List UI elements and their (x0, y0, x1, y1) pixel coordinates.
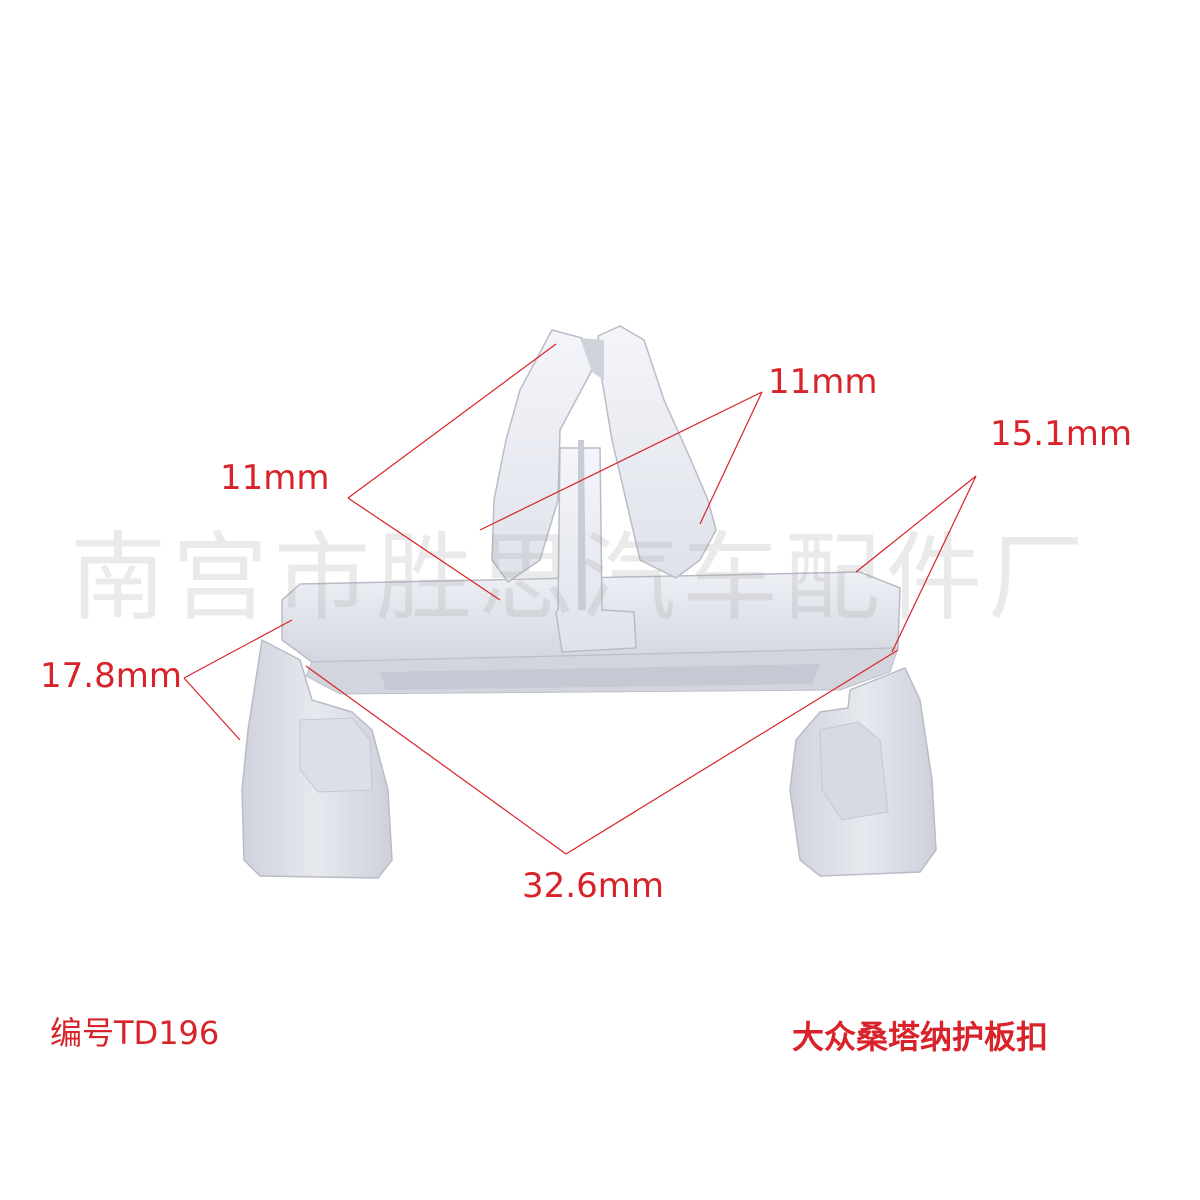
part-description-caption: 大众桑塔纳护板扣 (792, 1018, 1049, 1056)
leader-width-a (305, 665, 567, 855)
dimension-label-depth: 15.1mm (990, 414, 1132, 454)
head-right-wing (597, 325, 717, 579)
left-foot-inner (299, 717, 373, 793)
leader-head-left-a (347, 343, 557, 499)
base-plate-groove (380, 664, 820, 690)
head-slot (578, 440, 586, 610)
leader-height-b (183, 677, 241, 741)
leader-head-left-b (347, 497, 501, 601)
dimension-label-width: 32.6mm (522, 866, 664, 906)
head-notch (580, 338, 604, 380)
dimension-label-head-left: 11mm (220, 458, 330, 498)
dimension-label-height: 17.8mm (40, 656, 182, 696)
leader-height-a (183, 619, 293, 679)
leader-head-right-b (699, 391, 763, 525)
dimension-label-head-right: 11mm (768, 362, 878, 402)
part-number-caption: 编号TD196 (50, 1014, 220, 1052)
stem (555, 447, 637, 653)
leader-depth-a (855, 475, 977, 573)
leader-head-right-a (479, 391, 763, 531)
leader-depth-b (891, 475, 977, 653)
leader-width-b (565, 649, 899, 855)
right-foot-inner (819, 721, 889, 821)
